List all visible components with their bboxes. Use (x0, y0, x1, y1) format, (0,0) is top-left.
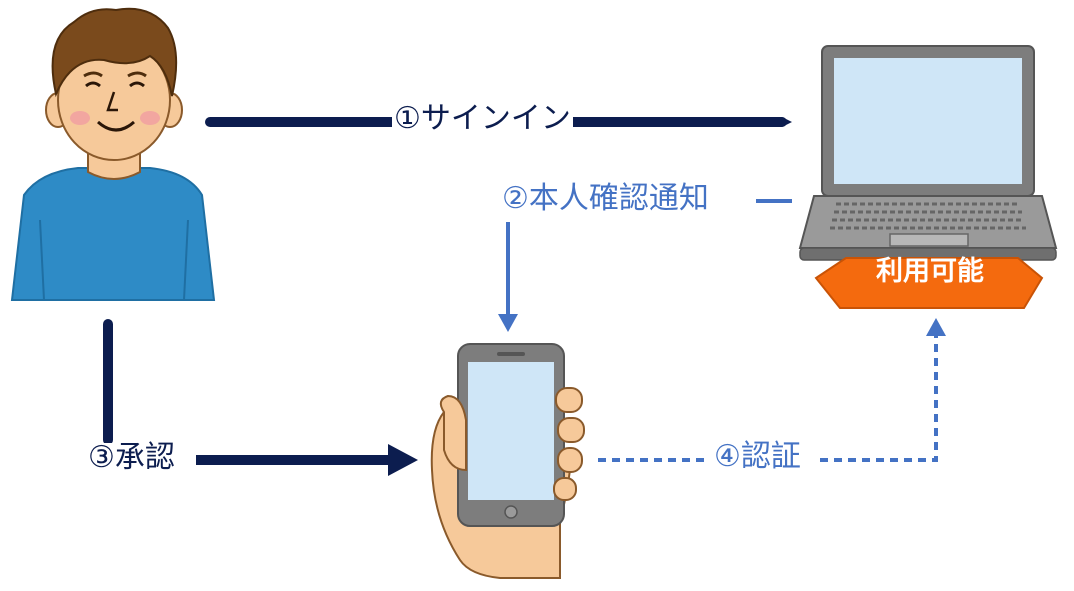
approve-label: ③承認 (86, 440, 177, 475)
smartphone-in-hand-icon (430, 343, 585, 579)
auth-label: ④認証 (712, 439, 803, 474)
laptop-icon (798, 45, 1058, 261)
approve-arrow (103, 319, 418, 476)
status-badge-label: 利用可能 (876, 256, 984, 287)
notify-label: ②本人確認通知 (500, 181, 711, 216)
signin-label: ①サインイン (392, 101, 573, 136)
status-badge (814, 257, 1044, 309)
auth-arrow (598, 318, 946, 462)
notify-arrow (498, 199, 792, 332)
person-icon (10, 7, 216, 301)
